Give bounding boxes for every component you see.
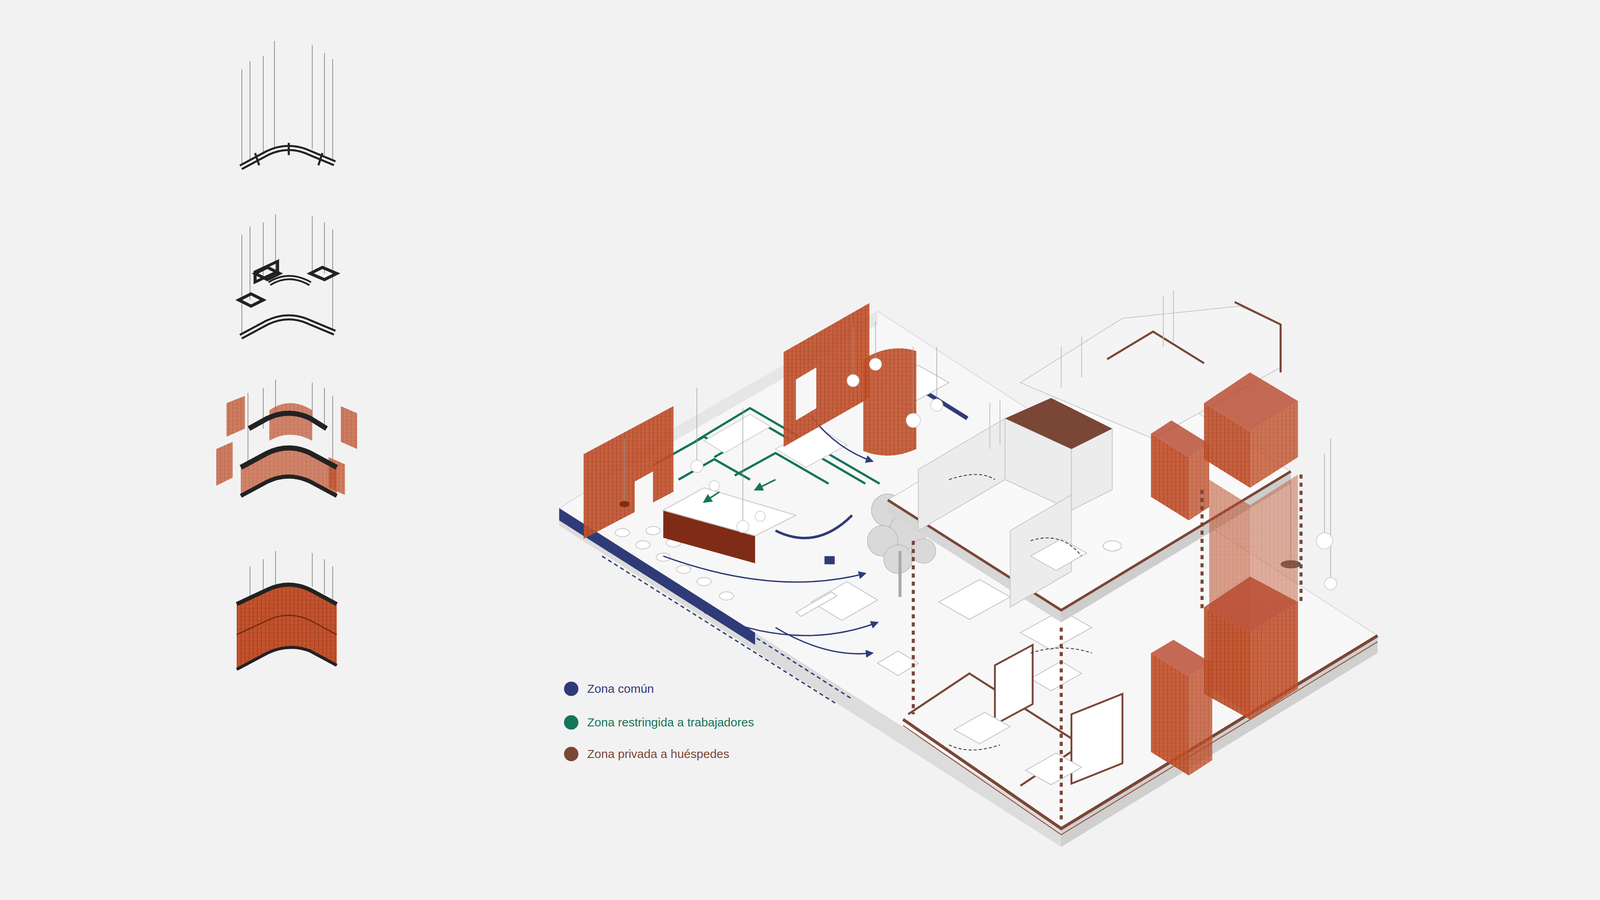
module-step-4: [236, 551, 337, 670]
module-step-2: [238, 214, 337, 337]
building-axonometric: [559, 290, 1378, 847]
legend-label: Zona privada a huéspedes: [587, 747, 730, 761]
legend: Zona comúnZona restringida a trabajadore…: [564, 680, 924, 776]
legend-row: Zona común: [564, 680, 654, 698]
legend-row: Zona restringida a trabajadores: [564, 713, 754, 732]
legend-swatch: [564, 681, 579, 696]
legend-row: Zona privada a huéspedes: [564, 745, 730, 763]
module-step-1: [240, 40, 335, 168]
legend-label: Zona restringida a trabajadores: [587, 715, 754, 730]
legend-swatch: [564, 715, 579, 730]
legend-swatch: [564, 746, 579, 762]
module-step-3: [216, 379, 358, 496]
legend-label: Zona común: [587, 682, 654, 696]
